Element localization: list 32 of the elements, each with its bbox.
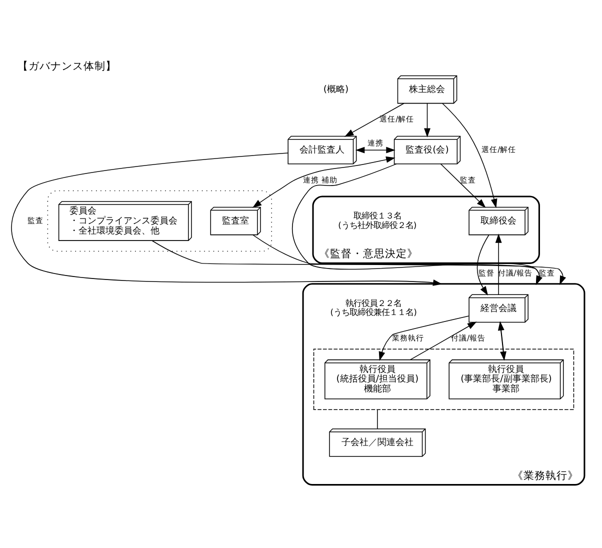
edge-label: 監督 [478,268,494,277]
edge-label: 連携 補助 [303,174,338,184]
arrow [152,240,566,284]
arrow [498,320,505,360]
arrow [424,102,430,137]
arrow [440,163,486,208]
arrow [252,234,542,284]
diagram-title: 【ガバナンス体制】 [18,59,117,72]
node-label: 執行役員２２名 [346,297,402,308]
arrow [11,152,442,286]
edge-label: 業務執行 [392,333,424,342]
edge-label: 監査 [538,268,555,277]
arrow [292,163,542,284]
node-label: (うち社外取締役２名) [338,219,417,230]
arrow [378,315,470,360]
connector [377,408,378,429]
edge-label: 監査 [460,174,476,184]
node-label: (うち取締役兼任１１名) [330,306,417,317]
cluster [47,190,272,252]
arrow [344,102,404,136]
cluster [313,348,574,410]
edge-label: 選任/解任 [380,114,414,124]
edge-label: 連携 [367,138,384,147]
edge-label: 付議/報告 [450,333,486,342]
arrow [252,156,396,208]
label: (概略) [323,83,349,94]
arrow [476,234,490,295]
arrow [442,102,498,208]
edge-label: 選任/解任 [482,144,516,154]
edge-label: 監査 [27,215,44,224]
node-label: 取締役１３名 [353,210,402,220]
arrow [355,146,396,153]
